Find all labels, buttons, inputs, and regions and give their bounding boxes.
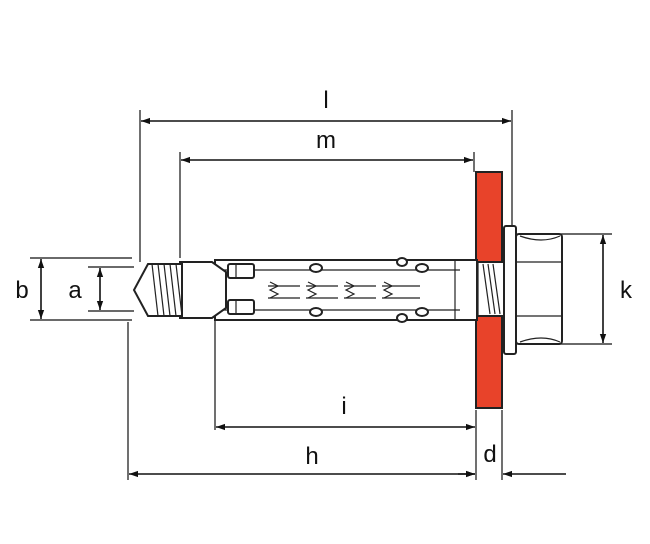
sleeve-slots: [227, 263, 255, 315]
label-d: d: [483, 441, 496, 468]
sleeve-rivets: [309, 257, 429, 323]
label-l: l: [323, 87, 328, 114]
extension-lines: [30, 110, 612, 480]
label-i: i: [341, 393, 346, 420]
expansion-cone: [179, 261, 227, 319]
anchor-body: [132, 257, 513, 323]
label-h: h: [305, 443, 318, 470]
hex-nut: [515, 233, 563, 345]
washer-and-nut: [503, 225, 563, 355]
dimension-lines: [37, 117, 607, 478]
sleeve-hatching: [268, 281, 420, 299]
label-k: k: [620, 277, 633, 304]
label-a: a: [68, 277, 82, 304]
label-m: m: [316, 127, 336, 154]
dimension-labels: l m b a k i h d: [15, 87, 633, 470]
label-b: b: [15, 277, 28, 304]
washer: [503, 225, 517, 355]
